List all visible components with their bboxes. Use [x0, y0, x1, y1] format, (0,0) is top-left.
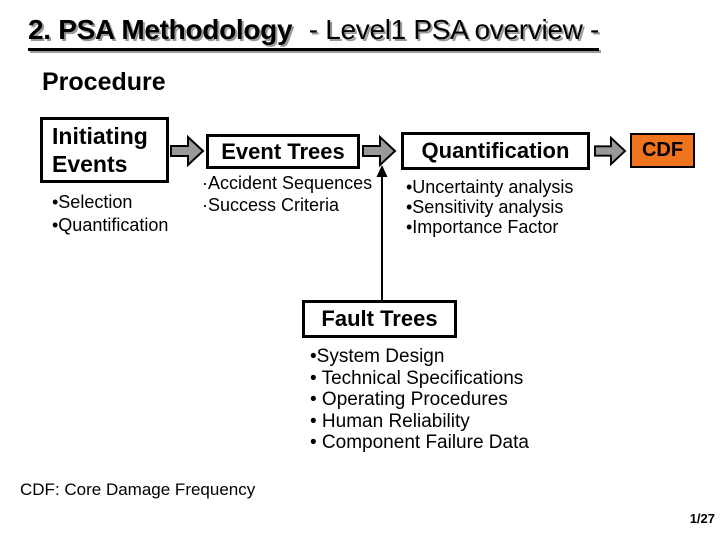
- page-number: 1/27: [689, 511, 715, 526]
- list-item: ·Accident Sequences: [202, 173, 373, 193]
- list-item: •Selection: [52, 192, 133, 212]
- box-event-trees: Event Trees: [206, 134, 360, 169]
- cdf-footnote: CDF: Core Damage Frequency: [20, 480, 256, 499]
- list-item: •Sensitivity analysis: [406, 197, 564, 217]
- fault-trees-list: •System Design• Technical Specifications…: [310, 346, 529, 454]
- box-initiating-events: Initiating Events: [40, 117, 169, 183]
- box-cdf: CDF: [630, 133, 695, 168]
- title-section-label: 2. PSA Methodology: [28, 14, 293, 45]
- quantification-list: •Uncertainty analysis•Sensitivity analys…: [406, 177, 573, 237]
- box-quantification: Quantification: [401, 132, 590, 170]
- page-title: 2. PSA Methodology - Level1 PSA overview…: [28, 14, 599, 51]
- list-item: •Importance Factor: [406, 217, 559, 237]
- initiating-events-list: •Selection •Quantification: [52, 191, 168, 237]
- list-item: ·Success Criteria: [202, 195, 340, 215]
- box-fault-trees: Fault Trees: [302, 300, 457, 338]
- list-item: • Component Failure Data: [310, 432, 529, 453]
- list-item: •Quantification: [52, 215, 169, 235]
- flow-arrow-right-icon: [361, 134, 397, 173]
- list-item: •System Design: [310, 346, 445, 367]
- list-item: • Technical Specifications: [310, 367, 524, 389]
- procedure-heading: Procedure: [42, 68, 166, 96]
- list-item: • Human Reliability: [310, 410, 470, 432]
- fault-trees-connector-arrow-icon: [374, 164, 390, 306]
- list-item: • Operating Procedures: [310, 389, 508, 410]
- event-trees-list: ·Accident Sequences·Success Criteria: [202, 172, 372, 216]
- flow-arrow-right-icon: [592, 135, 628, 172]
- title-subsection-label: - Level1 PSA overview -: [301, 14, 600, 45]
- flow-arrow-right-icon: [169, 134, 205, 173]
- list-item: •Uncertainty analysis: [406, 177, 574, 197]
